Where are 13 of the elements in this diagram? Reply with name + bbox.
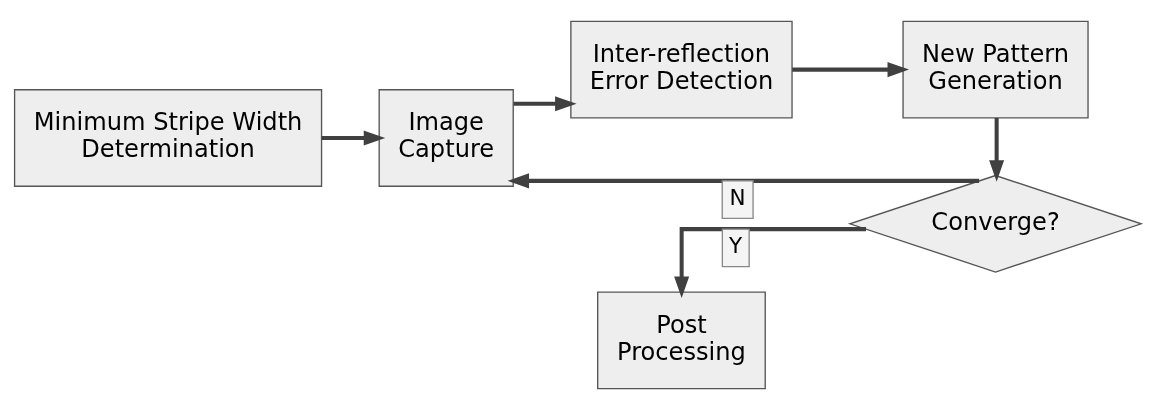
arrow <box>513 96 577 112</box>
edge-label: Y <box>729 232 743 258</box>
node-box: Minimum Stripe Width Determination <box>13 89 323 187</box>
arrow <box>792 62 909 78</box>
node-box: New Pattern Generation <box>902 20 1089 119</box>
arrow <box>989 117 1005 182</box>
arrow <box>507 173 980 189</box>
node-box: Post Processing <box>597 291 766 390</box>
arrow <box>321 130 386 146</box>
edge-label: N <box>729 184 746 210</box>
node-box: Image Capture <box>378 89 514 187</box>
node-diamond: Converge? <box>847 174 1144 273</box>
node-box: Inter-reflection Error Detection <box>570 20 793 119</box>
